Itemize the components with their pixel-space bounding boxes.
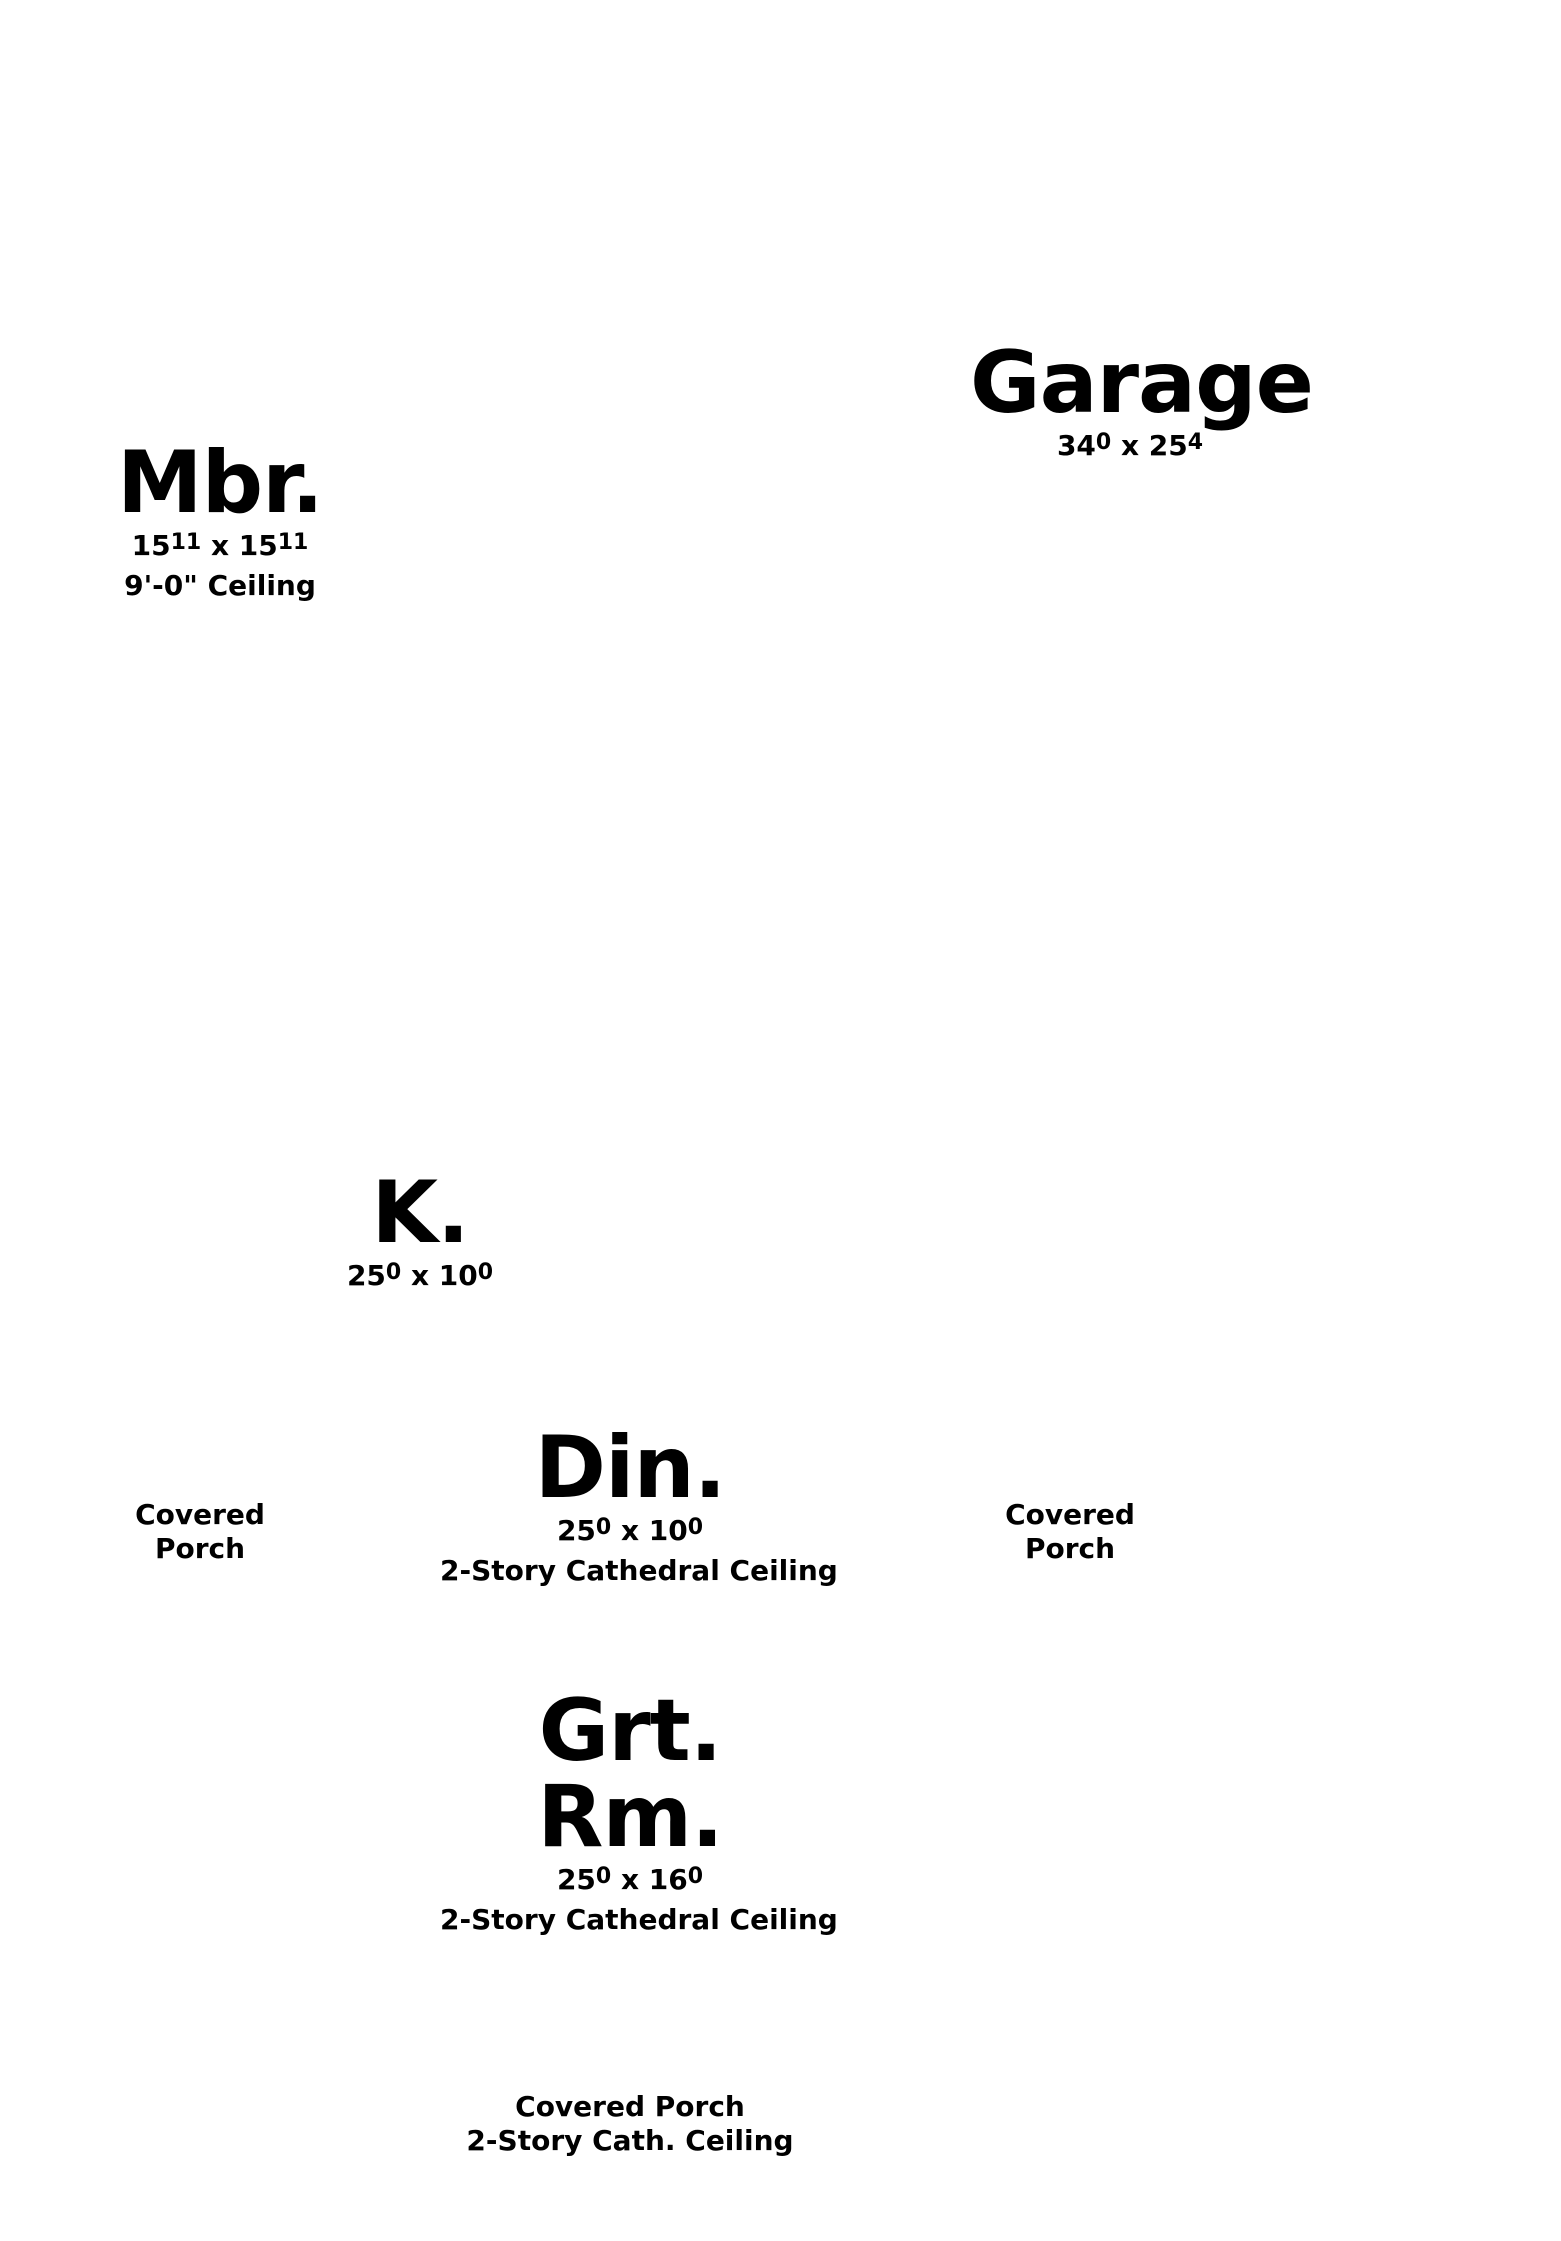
dim-depth-inches: 4 [1187,430,1204,455]
dim-separator: x [620,1863,640,1896]
porch-label-line1: Covered Porch [515,2090,745,2123]
dim-width-inches: 0 [595,1864,612,1889]
porch-label-line1: Covered [1005,1498,1135,1531]
room-dimensions-master-bedroom: 1511 x 1511 [100,532,340,560]
room-name-kitchen: K. [371,1163,469,1263]
dim-depth-inches: 0 [687,1864,704,1889]
dim-depth-feet: 16 [648,1863,688,1896]
dim-width-inches: 11 [170,530,202,555]
dim-width-feet: 15 [131,529,171,562]
dim-width-feet: 25 [556,1863,596,1896]
room-name-dining: Din. [534,1418,727,1518]
dim-width-feet: 25 [346,1259,386,1292]
dim-depth-feet: 10 [648,1514,688,1547]
dim-depth-inches: 11 [277,530,309,555]
dim-width-inches: 0 [1095,430,1112,455]
ceiling-note-dining: 2-Story Cathedral Ceiling [440,1554,838,1587]
room-dimensions-garage: 340 x 254 [970,432,1290,460]
dim-depth-feet: 25 [1148,429,1188,462]
room-master-bedroom: Mbr. 1511 x 1511 9'-0" Ceiling [100,440,340,600]
room-kitchen: K. 250 x 100 [340,1170,500,1290]
room-dimensions-kitchen: 250 x 100 [340,1262,500,1290]
porch-label-line2: Porch [154,1532,246,1565]
porch-label-line2: Porch [1024,1532,1116,1565]
dim-separator: x [620,1514,640,1547]
dim-width-feet: 34 [1056,429,1096,462]
room-name-great-room: Grt. Rm. [537,1681,724,1867]
ceiling-note-master-bedroom: 9'-0" Ceiling [124,569,316,602]
covered-porch-left: Covered Porch [120,1498,280,1566]
room-garage: Garage 340 x 254 [970,333,1314,460]
room-name-master-bedroom: Mbr. [117,433,324,533]
dim-separator: x [1120,429,1140,462]
room-great-room: Grt. Rm. 250 x 160 2-Story Cathedral Cei… [440,1681,838,1936]
dim-width-feet: 25 [556,1514,596,1547]
dim-width-inches: 0 [385,1260,402,1285]
dim-depth-inches: 0 [477,1260,494,1285]
room-dimensions-dining: 250 x 100 [440,1517,820,1545]
ceiling-note-great-room: 2-Story Cathedral Ceiling [440,1903,838,1936]
porch-label-line2: 2-Story Cath. Ceiling [466,2124,794,2157]
covered-porch-right: Covered Porch [990,1498,1150,1566]
room-dimensions-great-room: 250 x 160 [440,1866,820,1894]
dim-separator: x [210,529,230,562]
room-name-garage: Garage [970,333,1314,433]
porch-label-line1: Covered [135,1498,265,1531]
dim-depth-feet: 15 [238,529,278,562]
covered-porch-bottom: Covered Porch 2-Story Cath. Ceiling [440,2090,820,2158]
dim-separator: x [410,1259,430,1292]
dim-width-inches: 0 [595,1515,612,1540]
room-dining: Din. 250 x 100 2-Story Cathedral Ceiling [440,1418,838,1587]
dim-depth-inches: 0 [687,1515,704,1540]
dim-depth-feet: 10 [438,1259,478,1292]
